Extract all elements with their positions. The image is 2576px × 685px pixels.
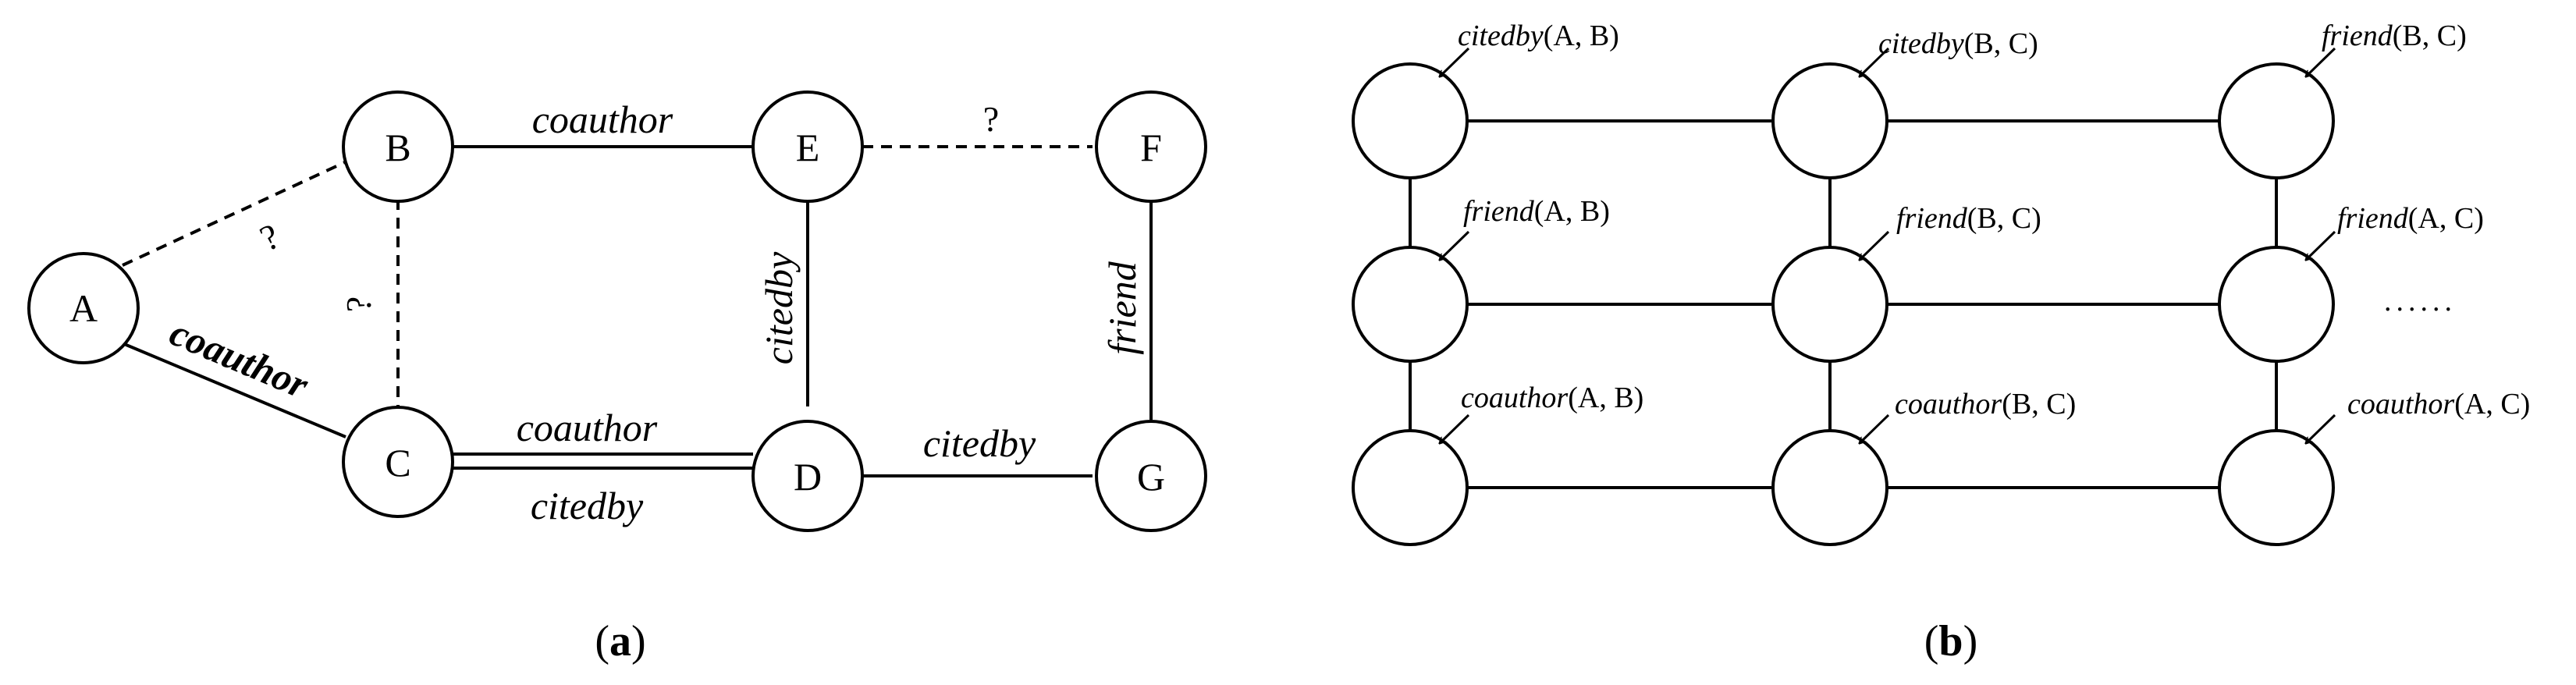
node-label-r3c2: coauthor(B, C) [1895, 388, 2076, 421]
edge-label-c-d-bottom: citedby [531, 484, 644, 527]
node-b: B [342, 91, 454, 203]
edge-a-b-unknown [122, 161, 346, 267]
node-a-label: A [69, 286, 98, 330]
node-c: C [342, 406, 454, 518]
pointer-arrow-r3c1 [1440, 413, 1470, 443]
caption-a: (a) [595, 617, 645, 665]
pointer-arrow-r1c1 [1440, 47, 1470, 76]
variable-node-coauthor-a-c [2218, 429, 2335, 546]
node-b-label: B [385, 126, 410, 169]
pointer-arrow-r3c2 [1860, 413, 1890, 443]
variable-node-friend-a-b [1352, 246, 1469, 363]
variable-node-coauthor-b-c [1771, 429, 1888, 546]
pointer-arrow-r2c3 [2306, 230, 2336, 260]
node-label-r1c1: citedby(A, B) [1458, 20, 1619, 52]
variable-node-friend-b-c [1771, 246, 1888, 363]
variable-node-friend-a-c [2218, 246, 2335, 363]
node-label-r2c1: friend(A, B) [1463, 195, 1610, 228]
edge-label-f-g: friend [1100, 261, 1144, 354]
pointer-arrow-r1c2 [1860, 47, 1890, 76]
edge-label-b-e: coauthor [532, 98, 673, 141]
pointer-arrow-r2c1 [1440, 230, 1470, 260]
unknown-marker-e-f: ? [983, 99, 999, 139]
node-f: F [1095, 91, 1207, 203]
node-c-label: C [385, 441, 410, 484]
node-f-label: F [1140, 126, 1162, 169]
node-e: E [751, 91, 864, 203]
node-label-r2c3: friend(A, C) [2337, 202, 2484, 235]
caption-b: (b) [1924, 617, 1977, 665]
variable-node-coauthor-a-b [1352, 429, 1469, 546]
variable-node-friend-b-c-top [2218, 62, 2335, 179]
unknown-marker-b-c: ? [339, 296, 378, 312]
pointer-arrow-r1c3 [2306, 47, 2336, 76]
node-label-r1c2: citedby(B, C) [1878, 27, 2038, 60]
node-label-r3c1: coauthor(A, B) [1461, 382, 1643, 414]
pointer-arrow-r2c2 [1860, 230, 1890, 260]
edge-a-c [112, 338, 346, 438]
ellipsis: ...... [2384, 285, 2457, 318]
node-g-label: G [1137, 455, 1165, 499]
edge-label-e-d: citedby [757, 251, 801, 364]
unknown-marker-a-b: ? [254, 216, 285, 259]
node-e-label: E [796, 126, 820, 169]
node-label-r2c2: friend(B, C) [1896, 202, 2041, 235]
node-label-r3c3: coauthor(A, C) [2347, 388, 2530, 421]
node-a: A [27, 252, 140, 364]
node-g: G [1095, 420, 1207, 532]
edge-label-c-d-top: coauthor [517, 406, 658, 449]
panel-a: A B C D E F G coauthor coauthor coautho [27, 91, 1207, 665]
edge-label-d-g: citedby [923, 421, 1036, 465]
node-d-label: D [794, 455, 822, 499]
pointer-arrow-r3c3 [2306, 413, 2336, 443]
variable-node-citedby-b-c [1771, 62, 1888, 179]
panel-b: citedby(A, B) citedby(B, C) friend(B, C)… [1352, 20, 2530, 665]
variable-node-citedby-a-b [1352, 62, 1469, 179]
node-d: D [751, 420, 864, 532]
node-label-r1c3: friend(B, C) [2322, 20, 2467, 52]
